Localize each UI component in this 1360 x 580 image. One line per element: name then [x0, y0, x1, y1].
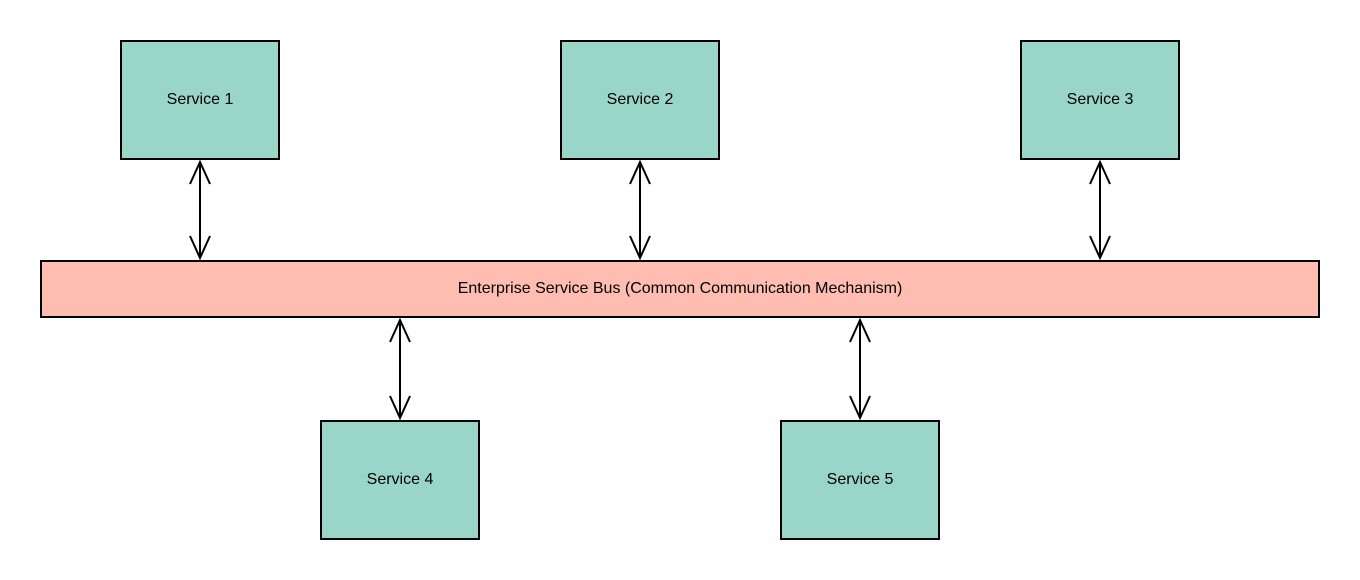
- arrow-service3-bus: [1089, 159, 1111, 261]
- service-5-label: Service 5: [826, 471, 894, 488]
- arrow-service2-bus: [629, 159, 651, 261]
- service-1-box: Service 1: [120, 40, 280, 160]
- service-3-label: Service 3: [1066, 91, 1134, 108]
- arrow-service1-bus: [189, 159, 211, 261]
- service-1-label: Service 1: [166, 91, 234, 108]
- arrow-service5-bus: [849, 317, 871, 421]
- service-4-box: Service 4: [320, 420, 480, 540]
- arrow-service4-bus: [389, 317, 411, 421]
- service-5-box: Service 5: [780, 420, 940, 540]
- service-2-box: Service 2: [560, 40, 720, 160]
- esb-bus-label: Enterprise Service Bus (Common Communica…: [457, 280, 903, 297]
- service-3-box: Service 3: [1020, 40, 1180, 160]
- service-2-label: Service 2: [606, 91, 674, 108]
- service-4-label: Service 4: [366, 471, 434, 488]
- esb-bus-bar: Enterprise Service Bus (Common Communica…: [40, 260, 1320, 318]
